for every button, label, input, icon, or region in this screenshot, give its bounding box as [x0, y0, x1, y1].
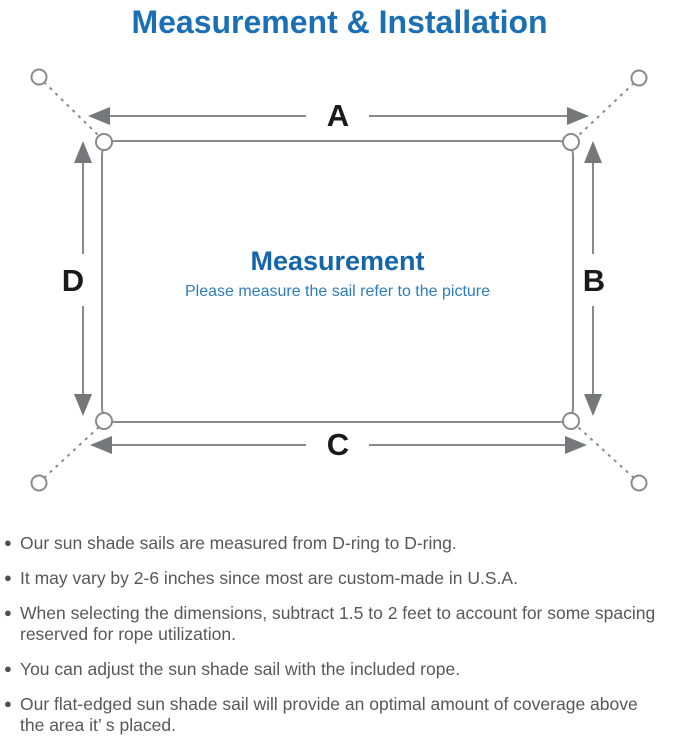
dimension-label-a: A: [327, 98, 349, 133]
list-item: ● Our sun shade sails are measured from …: [4, 533, 672, 554]
note-text: reserved for rope utilization.: [20, 624, 236, 644]
arrowhead-up-icon: [74, 141, 92, 163]
bullet-icon: ●: [4, 661, 12, 676]
arrowhead-up-icon: [584, 141, 602, 163]
d-ring-top-left-icon: [95, 133, 113, 151]
anchor-ring-top-right-icon: [630, 69, 648, 87]
d-ring-bottom-right-icon: [562, 412, 580, 430]
bullet-icon: ●: [4, 570, 12, 585]
d-ring-top-right-icon: [562, 133, 580, 151]
note-text: Our sun shade sails are measured from D-…: [20, 533, 457, 553]
list-item: ● You can adjust the sun shade sail with…: [4, 659, 672, 680]
dimension-label-b: B: [583, 263, 605, 298]
arrowhead-left-icon: [90, 436, 112, 454]
diagram-center-text: Measurement Please measure the sail refe…: [102, 246, 573, 301]
note-text: When selecting the dimensions, subtract …: [20, 603, 656, 623]
bullet-icon: ●: [4, 605, 12, 620]
dimension-arrow-left: [74, 141, 92, 416]
rope-line-bottom-left: [43, 426, 100, 479]
dimension-arrow-top: [88, 107, 589, 125]
sail-outline: [101, 140, 574, 423]
anchor-ring-top-left-icon: [30, 68, 48, 86]
arrowhead-down-icon: [74, 394, 92, 416]
list-item: ● It may vary by 2-6 inches since most a…: [4, 568, 672, 589]
anchor-rings: [30, 68, 648, 492]
note-text: It may vary by 2-6 inches since most are…: [20, 568, 518, 588]
dimension-label-d: D: [62, 263, 84, 298]
rope-line-bottom-right: [577, 426, 635, 479]
rope-line-top-right: [577, 82, 635, 137]
bullet-icon: ●: [4, 696, 12, 711]
note-text: You can adjust the sun shade sail with t…: [20, 659, 461, 679]
dimension-arrow-right: [584, 141, 602, 416]
arrowhead-down-icon: [584, 394, 602, 416]
bullet-icon: ●: [4, 535, 12, 550]
arrowhead-right-icon: [565, 436, 587, 454]
diagram-canvas: A B C D: [30, 68, 648, 492]
d-ring-bottom-left-icon: [95, 412, 113, 430]
rope-line-top-left: [43, 81, 100, 137]
note-text: Our flat-edged sun shade sail will provi…: [20, 694, 638, 714]
arrowhead-right-icon: [567, 107, 589, 125]
note-text: the area it’ s placed.: [20, 715, 176, 735]
rope-dashed-lines: [43, 81, 635, 479]
anchor-ring-bottom-left-icon: [30, 474, 48, 492]
list-item: ● When selecting the dimensions, subtrac…: [4, 603, 672, 645]
d-rings: [95, 133, 580, 430]
anchor-ring-bottom-right-icon: [630, 474, 648, 492]
notes-list: ● Our sun shade sails are measured from …: [4, 533, 672, 739]
page-title: Measurement & Installation: [131, 4, 548, 40]
measurement-diagram: A B C D Measurement Please measure the s…: [0, 48, 679, 518]
diagram-heading: Measurement: [250, 246, 425, 276]
arrowhead-left-icon: [88, 107, 110, 125]
dimension-label-c: C: [327, 427, 349, 462]
list-item: ● Our flat-edged sun shade sail will pro…: [4, 694, 672, 736]
diagram-subheading: Please measure the sail refer to the pic…: [184, 283, 491, 300]
dimension-arrow-bottom: [90, 436, 587, 454]
